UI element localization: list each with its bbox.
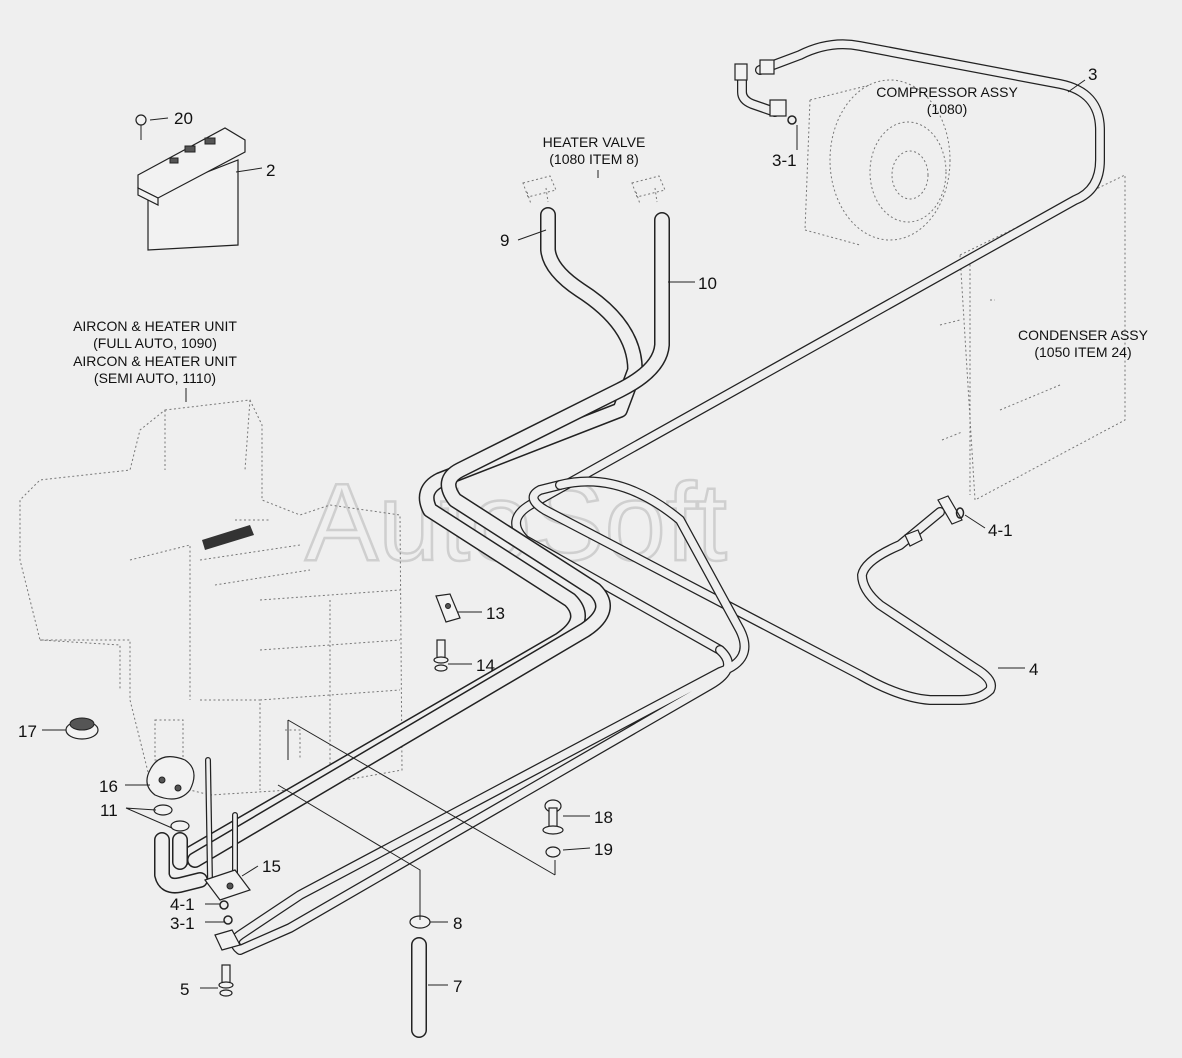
caption-condenser-assy: CONDENSER ASSY (1050 ITEM 24) — [1018, 327, 1149, 360]
bracket-13[interactable] — [435, 593, 461, 623]
heater-valve-outline — [522, 175, 666, 205]
callout-17[interactable]: 17 — [18, 722, 37, 741]
callout-4[interactable]: 4 — [1029, 660, 1038, 679]
callout-3-1-top[interactable]: 3-1 — [772, 151, 797, 170]
bolt-18[interactable] — [542, 799, 564, 835]
callout-5[interactable]: 5 — [180, 980, 189, 999]
callout-10[interactable]: 10 — [698, 274, 717, 293]
caption-condenser-line-2: (1050 ITEM 24) — [1034, 344, 1131, 360]
callout-18[interactable]: 18 — [594, 808, 613, 827]
seal-16[interactable] — [146, 756, 195, 800]
pipe-4-discharge — [528, 480, 996, 705]
callout-labels: 3 3-1 20 2 9 10 4-1 4 13 14 17 16 11 18 … — [18, 65, 1097, 999]
clamp-11[interactable] — [153, 804, 190, 832]
callout-19[interactable]: 19 — [594, 840, 613, 859]
fitting-lower[interactable] — [214, 900, 241, 951]
unit-tubes — [205, 757, 238, 883]
caption-compressor-line-1: COMPRESSOR ASSY — [876, 84, 1018, 100]
caption-compressor-line-2: (1080) — [927, 101, 967, 117]
callout-4-1-right[interactable]: 4-1 — [988, 521, 1013, 540]
callout-2[interactable]: 2 — [266, 161, 275, 180]
callout-3[interactable]: 3 — [1088, 65, 1097, 84]
hose-10 — [187, 212, 670, 868]
callout-20[interactable]: 20 — [174, 109, 193, 128]
callout-13[interactable]: 13 — [486, 604, 505, 623]
caption-aircon-semi-line-2: (SEMI AUTO, 1110) — [94, 370, 216, 386]
washer-19[interactable] — [545, 846, 561, 858]
callout-11[interactable]: 11 — [100, 801, 118, 820]
caption-heater-valve-line-1: HEATER VALVE — [543, 134, 646, 150]
control-module-2[interactable] — [137, 127, 246, 251]
bolt-14[interactable] — [433, 639, 449, 672]
caption-aircon-heater-unit: AIRCON & HEATER UNIT (FULL AUTO, 1090) A… — [73, 318, 237, 386]
caption-aircon-full-line-2: (FULL AUTO, 1090) — [93, 335, 217, 351]
callout-7[interactable]: 7 — [453, 977, 462, 996]
pipe-3-suction — [511, 39, 1105, 655]
callout-4-1-left[interactable]: 4-1 — [170, 895, 195, 914]
caption-compressor-assy: COMPRESSOR ASSY (1080) — [876, 84, 1018, 117]
plate-15[interactable] — [204, 869, 251, 901]
caption-aircon-semi-line-1: AIRCON & HEATER UNIT — [73, 353, 237, 369]
compressor-assy-outline — [804, 79, 951, 246]
bolt-5[interactable] — [218, 964, 234, 997]
caption-heater-valve: HEATER VALVE (1080 ITEM 8) — [543, 134, 646, 167]
hose-9 — [172, 207, 643, 868]
caption-heater-valve-line-2: (1080 ITEM 8) — [549, 151, 638, 167]
callout-14[interactable]: 14 — [476, 656, 495, 675]
fitting-3-1-top[interactable] — [734, 59, 797, 125]
callout-3-1-left[interactable]: 3-1 — [170, 914, 195, 933]
callout-8[interactable]: 8 — [453, 914, 462, 933]
unit-hoses — [154, 832, 208, 894]
callout-9[interactable]: 9 — [500, 231, 509, 250]
caption-aircon-full-line-1: AIRCON & HEATER UNIT — [73, 318, 237, 334]
leader-lines — [42, 79, 1086, 989]
callout-15[interactable]: 15 — [262, 857, 281, 876]
fitting-4-1-right[interactable] — [904, 495, 965, 547]
grommet-17[interactable] — [65, 717, 99, 740]
callout-16[interactable]: 16 — [99, 777, 118, 796]
screw-20[interactable] — [135, 114, 147, 140]
caption-condenser-line-1: CONDENSER ASSY — [1018, 327, 1149, 343]
